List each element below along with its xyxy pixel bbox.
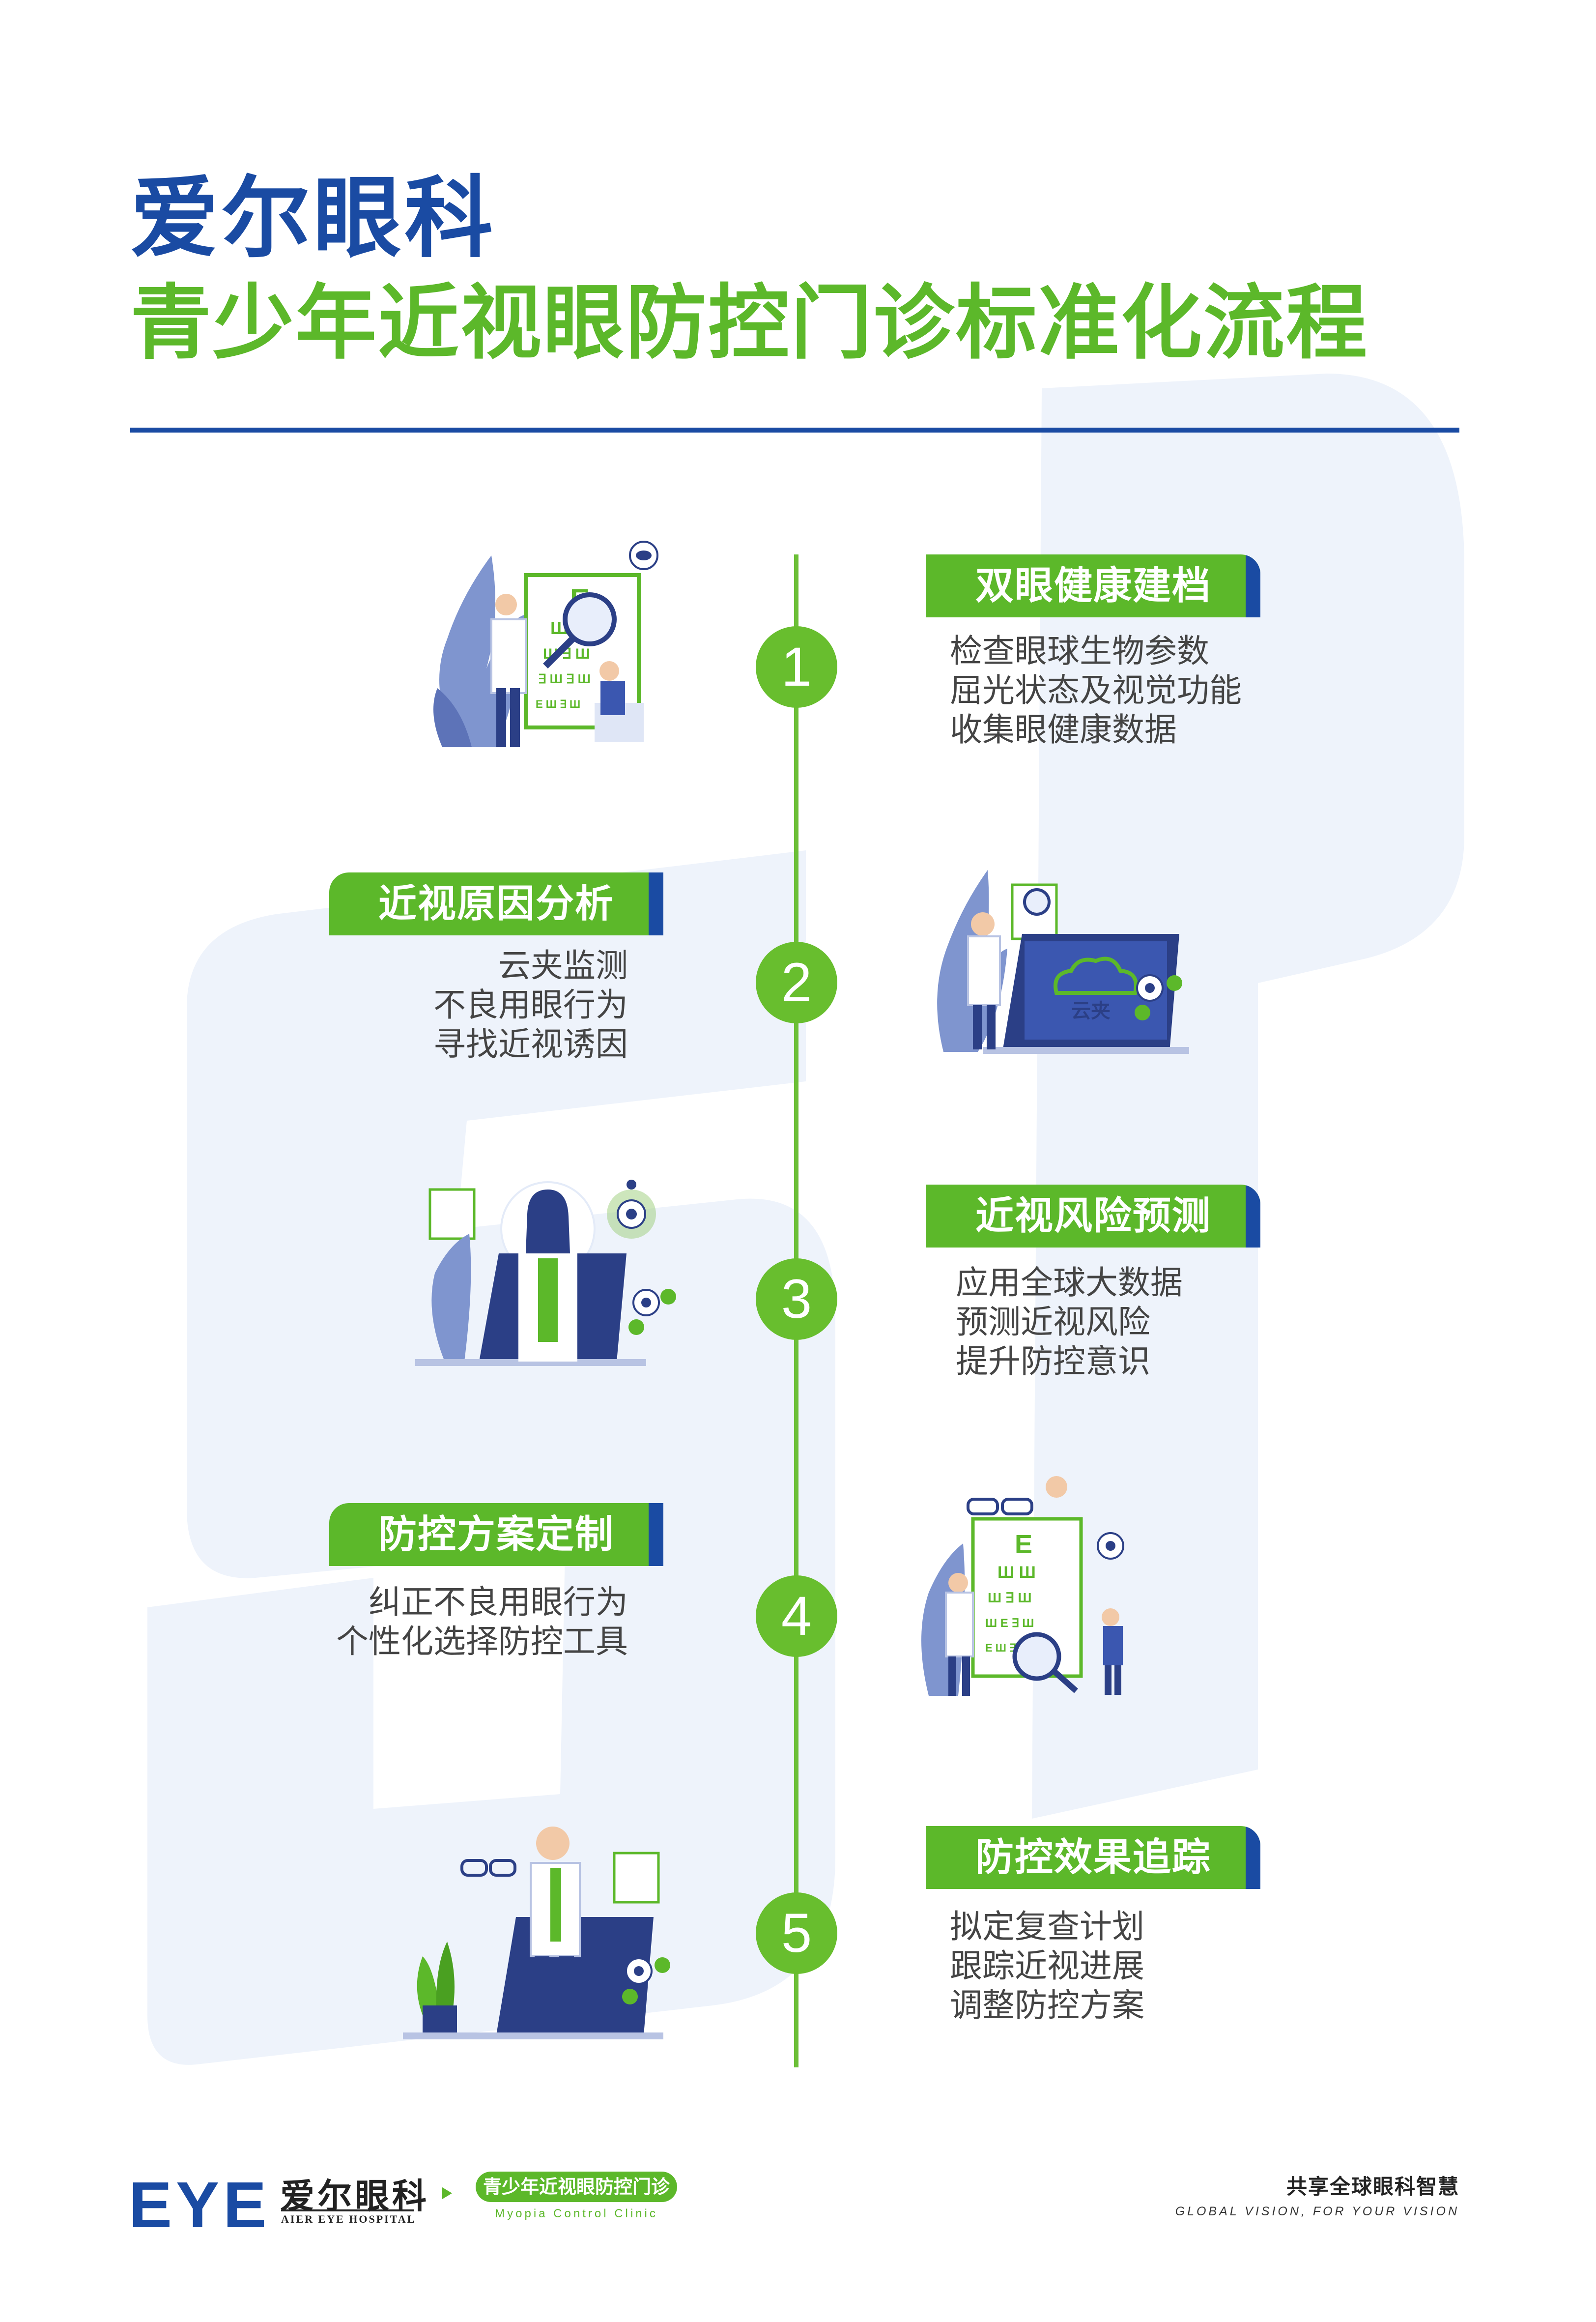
play-arrow-icon (442, 2187, 452, 2199)
step-5-line-2: 跟踪近视进展 (950, 1947, 1144, 1985)
step-4-illustration: E Ш Ш Ш ∃ Ш Ш E ∃ Ш E Ш ∃ Ш (921, 1476, 1124, 1696)
step-5-illustration (403, 1827, 670, 2039)
step-2-description: 云夹监测 不良用眼行为 寻找近视诱因 (433, 946, 628, 1064)
step-4-number: 4 (756, 1575, 837, 1657)
page-title: 爱尔眼科 (130, 167, 496, 270)
step-2-line-2: 不良用眼行为 (433, 986, 628, 1024)
svg-text:∃ Ш ∃ Ш: ∃ Ш ∃ Ш (538, 671, 591, 686)
slogan-en: GLOBAL VISION, FOR YOUR VISION (1175, 2205, 1459, 2218)
eye-logo-mark: EYE (129, 2169, 271, 2241)
step-1-number: 1 (756, 626, 837, 708)
brand-name-en: AIER EYE HOSPITAL (281, 2213, 416, 2225)
step-4-line-1: 纠正不良用眼行为 (369, 1583, 628, 1621)
step-4-line-2: 个性化选择防控工具 (336, 1623, 628, 1660)
step-1-line-3: 收集眼健康数据 (950, 711, 1177, 749)
step-2-number: 2 (756, 942, 837, 1023)
step-3-illustration (415, 1180, 676, 1366)
step-1-illustration: E Ш Ш Ш ∃ Ш ∃ Ш ∃ Ш E Ш ∃ Ш (433, 541, 658, 747)
step-3-number: 3 (756, 1258, 837, 1340)
step-3-description: 应用全球大数据 预测近视风险 提升防控意识 (956, 1263, 1183, 1381)
laptop-cloud-text: 云夹 (1071, 1000, 1111, 1022)
step-5-number: 5 (756, 1892, 837, 1974)
svg-text:E Ш ∃ Ш: E Ш ∃ Ш (536, 698, 580, 710)
slogan-cn: 共享全球眼科智慧 (1286, 2175, 1459, 2199)
brand-underline (281, 2209, 414, 2211)
step-3-title: 近视风险预测 (975, 1194, 1211, 1238)
step-5-line-3: 调整防控方案 (950, 1986, 1144, 2024)
step-3-line-1: 应用全球大数据 (956, 1264, 1183, 1302)
clinic-name-badge: 青少年近视眼防控门诊 (476, 2172, 677, 2202)
step-2-line-3: 寻找近视诱因 (433, 1025, 628, 1063)
step-2-title-tab: 近视原因分析 (329, 872, 663, 935)
svg-text:Ш Ш: Ш Ш (998, 1563, 1036, 1582)
step-1-description: 检查眼球生物参数 屈光状态及视觉功能 收集眼健康数据 (950, 632, 1242, 750)
svg-text:E: E (1015, 1530, 1032, 1559)
step-1-title-tab: 双眼健康建档 (926, 554, 1260, 617)
step-1-title: 双眼健康建档 (975, 564, 1211, 608)
eye-logo: EYE (129, 2173, 270, 2237)
step-2-title: 近视原因分析 (378, 882, 614, 926)
step-5-line-1: 拟定复查计划 (950, 1908, 1144, 1945)
step-5-description: 拟定复查计划 跟踪近视进展 调整防控方案 (950, 1907, 1144, 2025)
step-5-title: 防控效果追踪 (975, 1835, 1211, 1880)
clinic-name-en: Myopia Control Clinic (495, 2207, 658, 2220)
step-5-title-tab: 防控效果追踪 (926, 1826, 1260, 1889)
step-2-line-1: 云夹监测 (498, 947, 628, 985)
step-2-illustration: 云夹 (937, 870, 1189, 1054)
page-subtitle: 青少年近视眼防控门诊标准化流程 (130, 276, 1368, 370)
step-1-line-2: 屈光状态及视觉功能 (950, 671, 1242, 709)
step-3-title-tab: 近视风险预测 (926, 1185, 1260, 1248)
step-4-description: 纠正不良用眼行为 个性化选择防控工具 (336, 1583, 628, 1661)
title-divider (130, 428, 1459, 433)
step-4-title: 防控方案定制 (378, 1512, 614, 1557)
step-1-line-1: 检查眼球生物参数 (950, 632, 1209, 670)
step-3-line-3: 提升防控意识 (956, 1342, 1150, 1380)
step-4-title-tab: 防控方案定制 (329, 1503, 663, 1566)
step-3-line-2: 预测近视风险 (956, 1303, 1150, 1341)
svg-text:Ш ∃ Ш: Ш ∃ Ш (988, 1590, 1032, 1605)
svg-text:Ш E ∃ Ш: Ш E ∃ Ш (985, 1617, 1034, 1630)
